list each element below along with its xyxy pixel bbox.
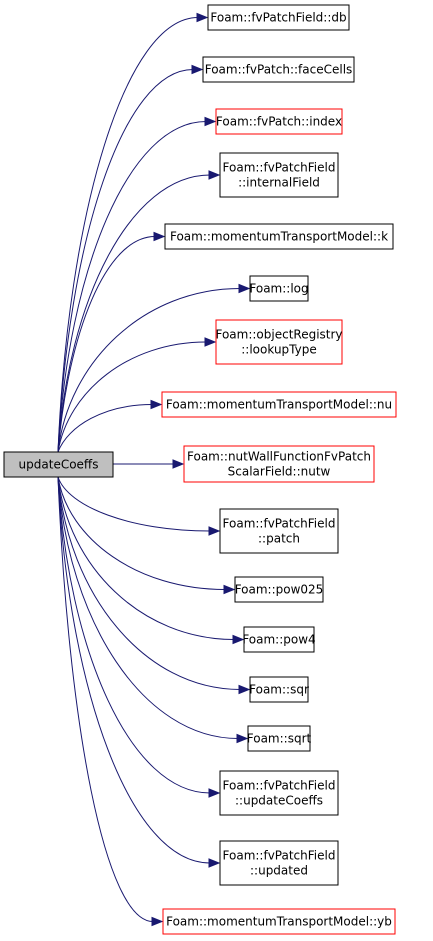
node-label: ::updateCoeffs — [235, 794, 323, 808]
node-box — [219, 508, 339, 554]
edges — [57, 12, 251, 927]
node-label: Foam::fvPatchField::db — [210, 11, 346, 25]
node-pow025[interactable]: Foam::pow025 — [234, 576, 324, 603]
node-nutw[interactable]: Foam::nutWallFunctionFvPatchScalarField:… — [183, 445, 375, 483]
node-updated[interactable]: Foam::fvPatchField::updated — [219, 840, 339, 886]
node-nu[interactable]: Foam::momentumTransportModel::nu — [161, 391, 397, 418]
arrowhead — [204, 116, 217, 127]
node-label: Foam::fvPatchField — [223, 779, 336, 793]
edge-to-sqrt — [57, 476, 239, 739]
arrowhead — [196, 12, 209, 23]
edge-to-log — [57, 288, 241, 453]
node-label: Foam::fvPatchField — [223, 849, 336, 863]
node-label: Foam::sqr — [249, 683, 309, 697]
arrowhead — [150, 399, 163, 410]
arrowhead — [172, 459, 185, 469]
edge-to-faceCells — [57, 69, 194, 453]
arrowhead — [208, 526, 221, 536]
node-box — [234, 576, 324, 603]
node-label: Foam::pow4 — [242, 633, 315, 647]
arrowhead — [232, 634, 245, 645]
node-label: updateCoeffs — [19, 458, 99, 472]
node-label: Foam::pow025 — [235, 583, 324, 597]
node-label: ::lookupType — [241, 343, 316, 357]
node-label: Foam::log — [249, 282, 308, 296]
node-pow4[interactable]: Foam::pow4 — [242, 626, 316, 653]
edge-to-yb — [57, 476, 154, 922]
node-box — [247, 725, 311, 752]
node-index[interactable]: Foam::fvPatch::index — [215, 108, 343, 135]
arrowhead — [238, 283, 251, 294]
edge-to-k — [57, 236, 156, 453]
node-patch[interactable]: Foam::fvPatchField::patch — [219, 508, 339, 554]
node-box — [202, 56, 355, 83]
edge-to-pow025 — [57, 476, 226, 590]
node-box — [164, 223, 394, 250]
arrowhead — [208, 858, 221, 868]
node-box — [243, 626, 315, 653]
node-label: Foam::momentumTransportModel::k — [170, 230, 388, 244]
node-box — [249, 275, 309, 302]
node-updatecoeffs[interactable]: Foam::fvPatchField::updateCoeffs — [219, 770, 339, 816]
node-box — [183, 445, 375, 483]
edge-to-updateCoeffs — [57, 476, 211, 794]
node-label: Foam::fvPatch::faceCells — [205, 63, 353, 77]
arrowhead — [208, 788, 221, 798]
edge-to-internalField — [57, 174, 211, 453]
arrowhead — [208, 170, 221, 180]
arrowhead — [223, 584, 236, 595]
arrowhead — [151, 916, 164, 927]
node-facecells[interactable]: Foam::fvPatch::faceCells — [202, 56, 355, 83]
node-sqrt[interactable]: Foam::sqrt — [247, 725, 312, 752]
node-label: ::internalField — [238, 176, 320, 190]
node-label: Foam::fvPatchField — [223, 517, 336, 531]
node-box — [219, 152, 339, 198]
node-label: Foam::objectRegistry — [215, 328, 342, 342]
node-label: Foam::fvPatchField — [223, 161, 336, 175]
arrowhead — [236, 733, 249, 744]
node-yb[interactable]: Foam::momentumTransportModel::yb — [162, 908, 396, 935]
node-box — [249, 676, 309, 703]
node-label: Foam::fvPatch::index — [216, 115, 342, 129]
node-label: ::patch — [258, 532, 300, 546]
nodes: updateCoeffs Foam::fvPatchField::dbFoam::… — [3, 4, 397, 935]
arrowhead — [191, 64, 204, 75]
node-box — [162, 908, 396, 935]
edge-to-sqr — [57, 476, 241, 690]
node-box — [215, 108, 343, 135]
node-box — [219, 840, 339, 886]
node-label: Foam::sqrt — [247, 732, 312, 746]
node-log[interactable]: Foam::log — [249, 275, 309, 302]
arrowhead — [153, 231, 166, 242]
node-box — [3, 451, 114, 478]
node-box — [215, 319, 343, 365]
node-label: ::updated — [250, 864, 308, 878]
edge-to-pow4 — [57, 476, 235, 640]
edge-to-nu — [57, 404, 153, 453]
node-sqr[interactable]: Foam::sqr — [249, 676, 309, 703]
edge-to-lookupType — [57, 341, 207, 453]
node-label: ScalarField::nutw — [228, 465, 331, 479]
edge-to-index — [57, 121, 207, 453]
node-k[interactable]: Foam::momentumTransportModel::k — [164, 223, 394, 250]
node-box — [219, 770, 339, 816]
node-label: Foam::momentumTransportModel::nu — [166, 398, 392, 412]
arrowhead — [204, 337, 217, 347]
node-db[interactable]: Foam::fvPatchField::db — [207, 4, 350, 31]
node-label: Foam::momentumTransportModel::yb — [166, 915, 392, 929]
node-label: Foam::nutWallFunctionFvPatch — [187, 450, 371, 464]
node-box — [161, 391, 397, 418]
edge-to-patch — [57, 476, 211, 532]
node-root-updatecoeffs[interactable]: updateCoeffs — [3, 451, 114, 478]
node-internalfield[interactable]: Foam::fvPatchField::internalField — [219, 152, 339, 198]
node-lookuptype[interactable]: Foam::objectRegistry::lookupType — [215, 319, 343, 365]
edge-to-db — [57, 17, 199, 453]
arrowhead — [238, 684, 251, 695]
edge-to-updated — [57, 476, 211, 864]
node-box — [207, 4, 350, 31]
